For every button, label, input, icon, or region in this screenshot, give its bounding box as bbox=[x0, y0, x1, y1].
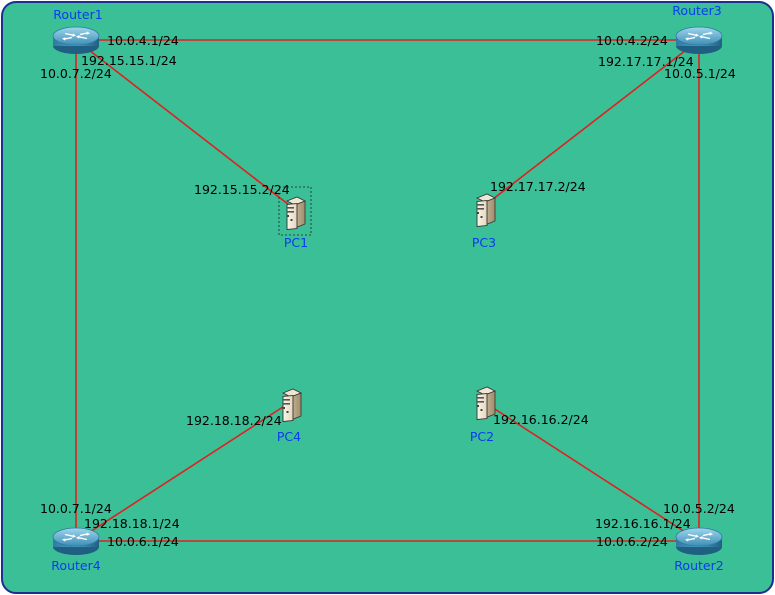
pc4-label: PC4 bbox=[277, 429, 301, 444]
pc-tower-icon[interactable] bbox=[476, 193, 496, 228]
ip-label: 192.18.18.1/24 bbox=[84, 516, 180, 531]
node-pc3[interactable]: PC3 bbox=[472, 193, 496, 250]
ip-label: 192.16.16.1/24 bbox=[595, 516, 691, 531]
link-router1-pc1[interactable] bbox=[75, 39, 294, 209]
pc3-label: PC3 bbox=[472, 235, 496, 250]
link-router4-pc4[interactable] bbox=[75, 402, 290, 542]
node-router4[interactable]: Router4 bbox=[51, 527, 101, 573]
ip-label: 10.0.4.2/24 bbox=[596, 33, 668, 48]
node-router2[interactable]: Router2 bbox=[674, 527, 724, 573]
node-pc4[interactable]: PC4 bbox=[277, 388, 302, 444]
router-icon[interactable] bbox=[675, 527, 723, 556]
node-pc2[interactable]: PC2 bbox=[470, 386, 496, 444]
ip-label: 10.0.5.2/24 bbox=[663, 501, 735, 516]
ip-label: 192.17.17.1/24 bbox=[598, 54, 694, 69]
ip-label: 192.17.17.2/24 bbox=[490, 179, 586, 194]
ip-label: 192.16.16.2/24 bbox=[493, 412, 589, 427]
router-icon[interactable] bbox=[675, 26, 723, 55]
node-router1[interactable]: Router1 bbox=[52, 7, 103, 55]
router-icon[interactable] bbox=[52, 26, 100, 55]
ip-label: 192.18.18.2/24 bbox=[186, 413, 282, 428]
ip-label: 10.0.6.1/24 bbox=[107, 534, 179, 549]
ip-label: 192.15.15.2/24 bbox=[194, 182, 290, 197]
selection-box bbox=[278, 186, 312, 236]
ip-label: 10.0.5.1/24 bbox=[664, 66, 736, 81]
pc-tower-icon[interactable] bbox=[282, 388, 302, 423]
node-pc1[interactable]: PC1 bbox=[278, 186, 312, 250]
pc2-label: PC2 bbox=[470, 429, 494, 444]
router4-label: Router4 bbox=[51, 558, 100, 573]
router3-label: Router3 bbox=[672, 3, 721, 18]
pc1-label: PC1 bbox=[284, 235, 308, 250]
router1-label: Router1 bbox=[53, 7, 102, 22]
link-router2-pc2[interactable] bbox=[483, 401, 700, 542]
node-router3[interactable]: Router3 bbox=[672, 3, 723, 55]
ip-label: 10.0.6.2/24 bbox=[596, 534, 668, 549]
ip-label: 10.0.7.2/24 bbox=[40, 66, 112, 81]
link-router3-pc3[interactable] bbox=[483, 39, 700, 207]
router-icon[interactable] bbox=[52, 527, 100, 556]
ip-label: 192.15.15.1/24 bbox=[81, 53, 177, 68]
ip-label: 10.0.7.1/24 bbox=[40, 501, 112, 516]
ip-label: 10.0.4.1/24 bbox=[107, 33, 179, 48]
router2-label: Router2 bbox=[674, 558, 723, 573]
pc-tower-icon[interactable] bbox=[286, 196, 306, 231]
